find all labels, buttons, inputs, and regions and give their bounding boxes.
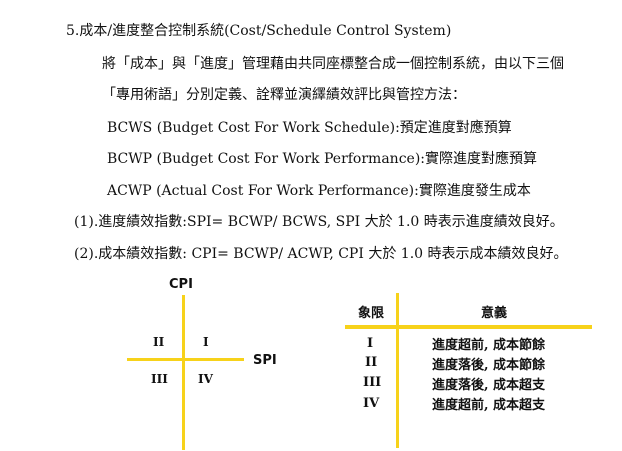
index-cpi: (2).成本績效指數: CPI= BCWP/ ACWP, CPI 大於 1.0 … <box>74 246 568 262</box>
y-axis-label: CPI <box>169 277 193 292</box>
definition-acwp: ACWP (Actual Cost For Work Performance):… <box>107 183 531 199</box>
quadrant-label-3: III <box>151 372 168 386</box>
x-axis-label: SPI <box>253 353 277 368</box>
table-row-3-meaning: 進度落後, 成本超支 <box>432 378 546 393</box>
quadrant-label-1: I <box>203 335 209 349</box>
quadrant-label-4: IV <box>198 372 213 386</box>
table-row-1-quadrant: I <box>367 336 374 351</box>
table-row-1-meaning: 進度超前, 成本節餘 <box>432 338 546 353</box>
intro-paragraph-line-2: 「專用術語」分別定義、詮釋並演繹績效評比與管控方法： <box>102 87 466 103</box>
table-row-2-meaning: 進度落後, 成本節餘 <box>432 358 546 373</box>
table-row-4-quadrant: IV <box>363 396 380 411</box>
table-horizontal-rule <box>345 325 592 329</box>
y-axis-line <box>182 295 185 450</box>
quadrant-label-2: II <box>153 335 165 349</box>
table-header-quadrant: 象限 <box>358 306 385 321</box>
definition-bcws: BCWS (Budget Cost For Work Schedule):預定進… <box>107 120 512 136</box>
section-title: 5.成本/進度整合控制系統(Cost/Schedule Control Syst… <box>66 23 452 39</box>
index-spi: (1).進度績效指數:SPI= BCWP/ BCWS, SPI 大於 1.0 時… <box>74 214 564 230</box>
table-row-3-quadrant: III <box>363 375 382 390</box>
table-header-meaning: 意義 <box>481 306 508 321</box>
table-row-2-quadrant: II <box>365 355 378 370</box>
intro-paragraph-line-1: 將「成本」與「進度」管理藉由共同座標整合成一個控制系統，由以下三個 <box>102 56 564 72</box>
x-axis-line <box>127 358 244 361</box>
table-vertical-rule <box>396 293 399 448</box>
table-row-4-meaning: 進度超前, 成本超支 <box>432 398 546 413</box>
definition-bcwp: BCWP (Budget Cost For Work Performance):… <box>107 151 538 167</box>
